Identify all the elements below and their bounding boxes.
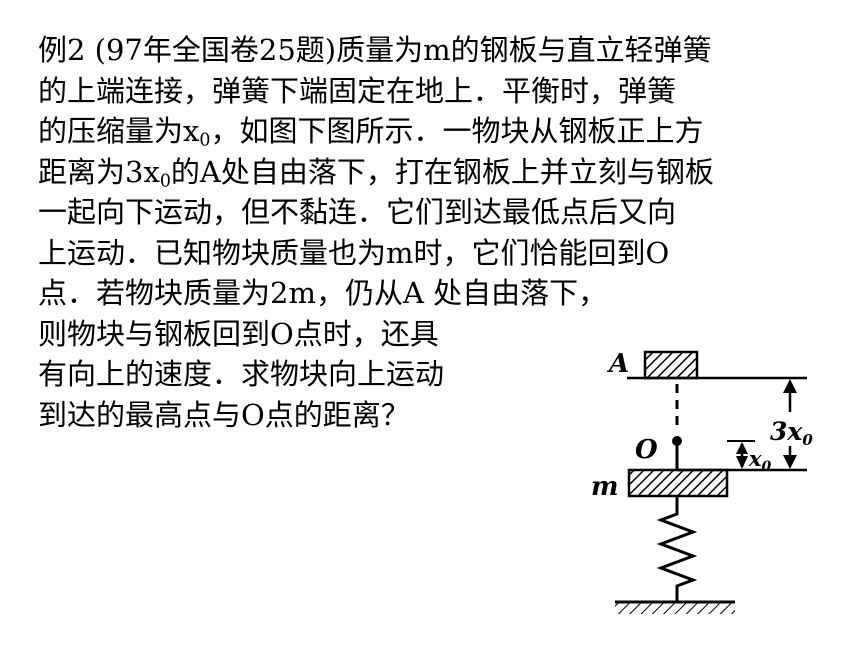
- label-m: m: [591, 472, 619, 502]
- text-run: 上运动．已知物块质量也为m时，它们恰能回到O: [38, 235, 670, 270]
- text-run: 则物块与钢板回到O点时，还具: [38, 316, 439, 351]
- arrowhead-up-small-icon: [736, 442, 748, 454]
- ground-hatch: [615, 602, 735, 614]
- text-run: 的压缩量为x: [38, 114, 200, 148]
- problem-line: 点．若物块质量为2m，仍从A 处自由落下，: [38, 273, 828, 314]
- spring-plate-diagram: A O m 3x0 x0: [591, 349, 813, 614]
- text-run: 的A处自由落下，打在钢板上并立刻与钢板: [170, 154, 714, 189]
- text-run: ，如图下图所示．一物块从钢板正上方: [210, 114, 704, 148]
- block-a: [643, 350, 699, 380]
- label-a: A: [606, 349, 629, 379]
- problem-line: 则物块与钢板回到O点时，还具: [38, 314, 828, 355]
- spring: [656, 496, 698, 602]
- problem-line: 例2 (97年全国卷25题)质量为m的钢板与直立轻弹簧: [38, 30, 828, 71]
- steel-plate: [627, 468, 729, 498]
- text-run: 到达的最高点与O点的距离？: [38, 397, 410, 432]
- problem-line: 一起向下运动，但不黏连．它们到达最低点后又向: [38, 192, 828, 233]
- problem-line: 的上端连接，弹簧下端固定在地上．平衡时，弹簧: [38, 71, 828, 112]
- problem-line: 到达的最高点与O点的距离？: [38, 395, 828, 436]
- label-o: O: [635, 435, 658, 465]
- label-x0: x0: [748, 446, 772, 475]
- text-run: 有向上的速度．求物块向上运动: [38, 357, 445, 391]
- problem-text: 例2 (97年全国卷25题)质量为m的钢板与直立轻弹簧的上端连接，弹簧下端固定在…: [38, 30, 828, 435]
- subscript: 0: [199, 130, 211, 151]
- problem-line: 上运动．已知物块质量也为m时，它们恰能回到O: [38, 233, 828, 274]
- problem-line: 有向上的速度．求物块向上运动: [38, 354, 828, 395]
- subscript: 0: [159, 170, 171, 191]
- arrowhead-down-icon: [736, 456, 748, 469]
- text-run: 的上端连接，弹簧下端固定在地上．平衡时，弹簧: [38, 73, 677, 108]
- text-run: 点．若物块质量为2m，仍从A 处自由落下，: [38, 276, 608, 310]
- problem-line: 的压缩量为x0，如图下图所示．一物块从钢板正上方: [38, 111, 828, 152]
- arrowhead-up-icon: [783, 379, 797, 393]
- arrowhead-down-right-icon: [783, 455, 797, 469]
- label-3x0: 3x0: [770, 417, 813, 449]
- problem-line: 距离为3x0的A处自由落下，打在钢板上并立刻与钢板: [38, 152, 828, 193]
- text-run: 距离为3x: [38, 154, 160, 189]
- text-run: 例2 (97年全国卷25题)质量为m的钢板与直立轻弹簧: [38, 33, 712, 67]
- text-run: 一起向下运动，但不黏连．它们到达最低点后又向: [38, 195, 677, 229]
